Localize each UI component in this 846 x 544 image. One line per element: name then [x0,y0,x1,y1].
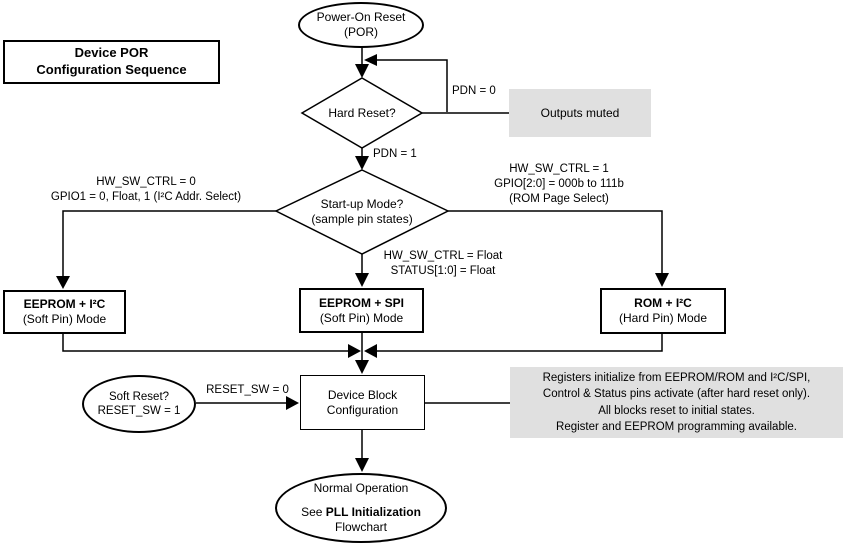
outputs-muted-text: Outputs muted [540,105,620,120]
arrowhead-feedback-left [364,54,377,66]
right-path-line3: (ROM Page Select) [509,192,609,205]
device-block-line2: Configuration [326,402,399,417]
arrowhead-into-hard-reset [355,64,369,78]
hard-reset-text: Hard Reset? [328,105,396,120]
arrowhead-merge-left [364,344,377,358]
startup-mode-diamond [274,169,450,255]
edge-startup-to-eeprom-i2c [62,210,276,277]
left-path-line1: HW_SW_CTRL = 0 [96,176,196,188]
edge-rom-i2c-to-merge [376,334,663,352]
edge-label-pdn1: PDN = 1 [373,148,417,160]
node-power-on-reset: Power-On Reset (POR) [298,2,424,48]
normal-op-line3: Flowchart [334,520,387,534]
node-normal-operation: Normal Operation See PLL Initialization … [275,473,447,543]
normal-op-see: See [301,505,326,519]
notes-line4: Register and EEPROM programming availabl… [556,420,797,433]
edge-label-reset-sw0: RESET_SW = 0 [206,384,289,396]
node-register-init-notes: Registers initialize from EEPROM/ROM and… [510,367,843,438]
edge-eeprom-i2c-to-merge [62,334,349,352]
startup-line2: (sample pin states) [311,212,413,226]
soft-reset-line2: RESET_SW = 1 [97,405,181,417]
normal-op-line1: Normal Operation [313,481,409,495]
eeprom-spi-line1: EEPROM + SPI [318,295,405,310]
startup-line1: Start-up Mode? [320,197,404,211]
edge-startup-to-rom-i2c [448,210,663,275]
arrowhead-into-normal-op [355,458,369,472]
arrowhead-into-startup [355,156,369,170]
arrowhead-into-eeprom-spi [355,273,369,287]
diagram-title-line1: Device POR [74,45,149,61]
notes-line2: Control & Status pins activate (after ha… [542,388,811,401]
eeprom-i2c-line2: (Soft Pin) Mode [22,312,107,326]
normal-op-line2: See PLL Initialization [301,505,421,520]
node-rom-i2c-mode: ROM + I²C (Hard Pin) Mode [600,288,726,334]
node-eeprom-spi-mode: EEPROM + SPI (Soft Pin) Mode [299,288,424,333]
mid-path-line1: HW_SW_CTRL = Float [383,250,503,262]
node-hard-reset-question: Hard Reset? [302,96,422,130]
normal-op-pll-init: PLL Initialization [325,505,421,519]
eeprom-i2c-line1: EEPROM + I²C [23,297,106,311]
rom-i2c-line2: (Hard Pin) Mode [618,311,708,325]
arrowhead-into-rom-i2c [655,273,669,287]
edge-label-right-path: HW_SW_CTRL = 1 GPIO[2:0] = 000b to 111b … [459,162,659,207]
arrowhead-soft-reset-right [286,396,299,410]
left-path-line2: GPIO1 = 0, Float, 1 (I²C Addr. Select) [50,190,242,203]
soft-reset-line1: Soft Reset? [108,390,170,403]
rom-i2c-line1: ROM + I²C [634,296,692,310]
por-line1: Power-On Reset [316,10,406,24]
diagram-title-box: Device POR Configuration Sequence [3,40,220,84]
node-device-block-configuration: Device Block Configuration [300,375,425,430]
node-outputs-muted: Outputs muted [509,89,651,137]
edge-label-left-path: HW_SW_CTRL = 0 GPIO1 = 0, Float, 1 (I²C … [29,175,263,205]
edge-label-mid-path: HW_SW_CTRL = Float STATUS[1:0] = Float [368,249,518,279]
node-eeprom-i2c-mode: EEPROM + I²C (Soft Pin) Mode [3,290,126,334]
right-path-line2: GPIO[2:0] = 000b to 111b [494,177,624,190]
notes-line1: Registers initialize from EEPROM/ROM and… [542,372,811,385]
device-block-line1: Device Block [327,387,398,402]
arrowhead-merge-right [348,344,361,358]
mid-path-line2: STATUS[1:0] = Float [390,264,496,277]
arrowhead-into-device-block [355,360,369,374]
edge-label-pdn0: PDN = 0 [452,85,496,97]
node-startup-mode-question: Start-up Mode? (sample pin states) [287,190,437,234]
notes-line3: All blocks reset to initial states. [598,404,755,417]
arrowhead-into-eeprom-i2c [56,276,70,289]
por-line2: (POR) [344,25,378,39]
diagram-title-line2: Configuration Sequence [36,62,187,77]
hard-reset-diamond [300,77,424,149]
edge-pdn0-feedback [370,59,448,112]
right-path-line1: HW_SW_CTRL = 1 [509,163,609,175]
node-soft-reset: Soft Reset? RESET_SW = 1 [82,375,196,433]
eeprom-spi-line2: (Soft Pin) Mode [319,310,404,325]
